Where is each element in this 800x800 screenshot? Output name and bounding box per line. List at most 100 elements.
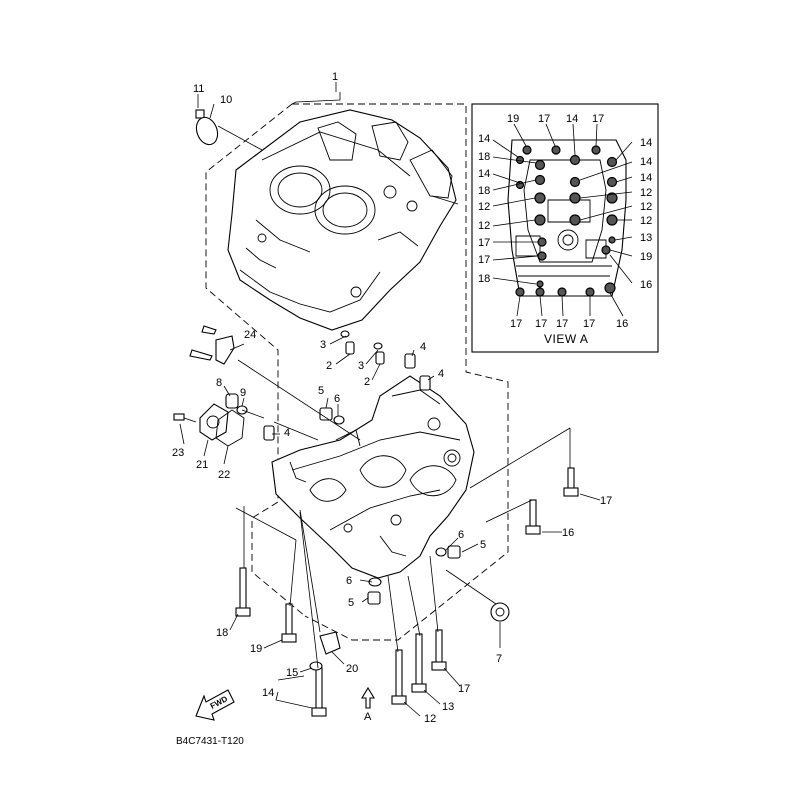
- view-a-callout-17-top-b: 17: [592, 113, 604, 125]
- view-a-callout-16-right: 16: [640, 279, 652, 291]
- part-4-pin-c: [263, 425, 275, 441]
- view-a-callout-17-bottom-a: 17: [510, 318, 522, 330]
- part-17-bolt-upper: [563, 467, 579, 497]
- callout-15: 15: [286, 667, 298, 679]
- view-a-callout-17-top-a: 17: [538, 113, 550, 125]
- callout-9: 9: [240, 387, 246, 399]
- callout-16: 16: [562, 527, 574, 539]
- view-a-callout-19-right: 19: [640, 251, 652, 263]
- view-a-inset: [471, 103, 659, 353]
- callout-4c: 4: [284, 427, 290, 439]
- part-5-plug-a: [319, 407, 333, 421]
- callout-6a: 6: [334, 393, 340, 405]
- view-a-callout-14-right-c: 14: [640, 172, 652, 184]
- lower-crankcase: [271, 375, 475, 579]
- part-16-bolt: [525, 499, 541, 535]
- callout-14: 14: [262, 687, 274, 699]
- view-a-callout-13-right: 13: [640, 232, 652, 244]
- part-4-pin-b: [419, 375, 431, 391]
- view-a-callout-14-right-b: 14: [640, 156, 652, 168]
- part-22-gasket: [215, 409, 245, 447]
- callout-3b: 3: [358, 360, 364, 372]
- view-a-callout-17-bottom-d: 17: [583, 318, 595, 330]
- view-a-callout-labels: 19 17 14 17 14 18 14 18 12 12 17 17 18 1…: [478, 113, 652, 346]
- part-6-oring-b: [435, 547, 447, 557]
- callout-4a: 4: [420, 341, 426, 353]
- callout-21: 21: [196, 459, 208, 471]
- view-a-callout-14-top: 14: [566, 113, 578, 125]
- part-4-pin-a: [404, 353, 416, 369]
- view-a-callout-18-left-b: 18: [478, 185, 490, 197]
- part-18-bolt: [235, 567, 251, 617]
- part-2-dowel-a: [345, 341, 355, 355]
- callout-10: 10: [220, 94, 232, 106]
- part-5-plug-c: [367, 591, 381, 605]
- callout-22: 22: [218, 469, 230, 481]
- view-a-callout-12-right-b: 12: [640, 201, 652, 213]
- callout-6b: 6: [458, 529, 464, 541]
- part-3-ring-b: [373, 342, 383, 350]
- view-a-callout-14-left-a: 14: [478, 133, 490, 145]
- view-a-callout-19-top: 19: [507, 113, 519, 125]
- callout-4b: 4: [438, 368, 444, 380]
- callout-5c: 5: [348, 597, 354, 609]
- upper-crankcase-dashed-outline: [205, 103, 509, 641]
- view-a-arrow: A: [361, 686, 375, 723]
- callout-17b: 17: [458, 683, 470, 695]
- view-a-callout-17-bottom-c: 17: [556, 318, 568, 330]
- view-a-title: VIEW A: [544, 332, 588, 346]
- callout-23: 23: [172, 447, 184, 459]
- part-2-dowel-b: [375, 351, 385, 365]
- callout-12: 12: [424, 713, 436, 725]
- part-20-clamp: [319, 631, 341, 655]
- part-6-oring-c: [368, 577, 382, 587]
- part-21-cover: [199, 403, 229, 441]
- view-a-leaders: [492, 123, 633, 317]
- view-a-callout-12-left-a: 12: [478, 201, 490, 213]
- callout-13: 13: [442, 701, 454, 713]
- drawing-code: B4C7431-T120: [176, 736, 244, 747]
- part-10-gasket: [195, 116, 263, 151]
- part-13-bolt: [411, 633, 427, 693]
- callout-6c: 6: [346, 575, 352, 587]
- view-a-callout-14-right-a: 14: [640, 137, 652, 149]
- part-14-bolt: [311, 667, 327, 717]
- part-7-drain-plug: [490, 602, 510, 622]
- part-17-bolt-lower: [431, 629, 447, 671]
- callout-3a: 3: [320, 339, 326, 351]
- view-a-callout-14-left-b: 14: [478, 168, 490, 180]
- view-a-callout-18-left-c: 18: [478, 273, 490, 285]
- callout-17a: 17: [600, 495, 612, 507]
- callout-5a: 5: [318, 385, 324, 397]
- view-a-callout-12-left-b: 12: [478, 220, 490, 232]
- callout-7: 7: [496, 653, 502, 665]
- view-a-callout-12-right-c: 12: [640, 215, 652, 227]
- view-a-arrow-label: A: [364, 711, 372, 723]
- callout-8: 8: [216, 377, 222, 389]
- callout-11: 11: [193, 83, 204, 95]
- part-3-ring-a: [340, 330, 350, 338]
- callout-2a: 2: [326, 360, 332, 372]
- callout-5b: 5: [480, 539, 486, 551]
- fwd-arrow: FWD: [195, 689, 235, 721]
- part-8-plug: [225, 393, 239, 409]
- view-a-bolt-holes: [515, 145, 618, 297]
- part-5-plug-b: [447, 545, 461, 559]
- leader-lines: [179, 82, 601, 717]
- view-a-callout-17-left-a: 17: [478, 237, 490, 249]
- callout-1: 1: [332, 71, 338, 83]
- part-19-bolt: [281, 603, 297, 643]
- view-a-callout-18-left-a: 18: [478, 151, 490, 163]
- view-a-callout-17-left-b: 17: [478, 254, 490, 266]
- part-23-bolt: [173, 413, 197, 423]
- callout-19: 19: [250, 643, 262, 655]
- view-a-callout-16-bottom: 16: [616, 318, 628, 330]
- view-a-callout-12-right-a: 12: [640, 187, 652, 199]
- callout-2b: 2: [364, 376, 370, 388]
- callout-18: 18: [216, 627, 228, 639]
- part-6-oring-a: [333, 415, 345, 425]
- part-12-bolt: [391, 649, 407, 705]
- view-a-callout-17-bottom-b: 17: [535, 318, 547, 330]
- callout-labels: 1 11 10 3 2 3 2 4 4 4 5 6 24 8 9 23 21 2…: [172, 71, 612, 725]
